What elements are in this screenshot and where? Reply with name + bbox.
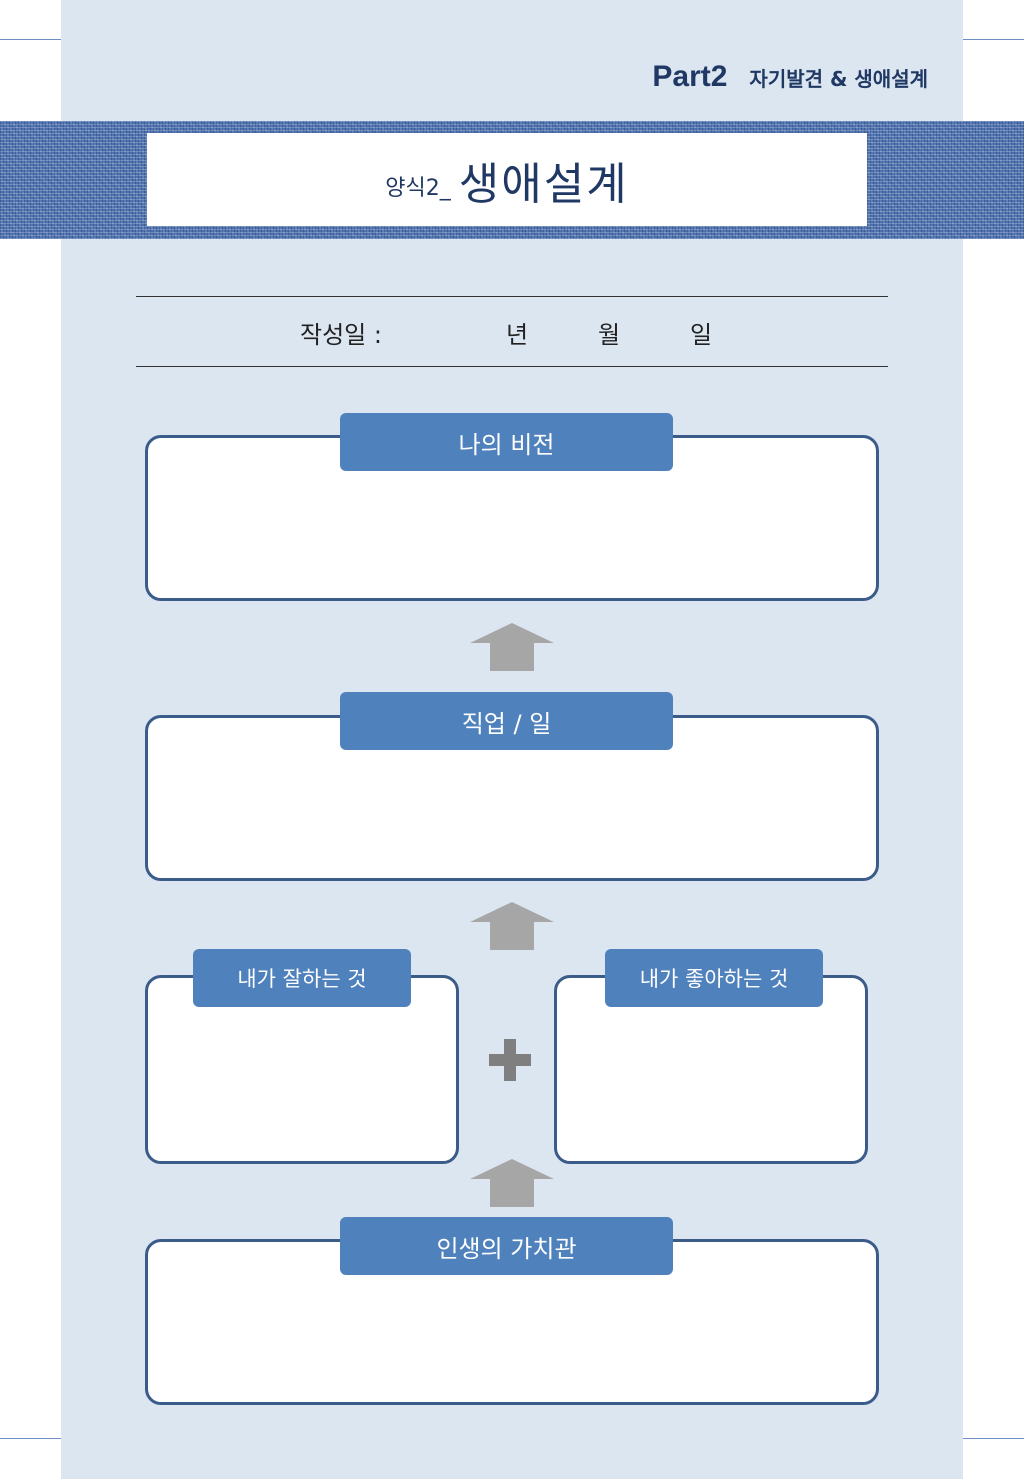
job-tag: 직업 / 일 — [340, 692, 673, 750]
plus-icon — [489, 1039, 531, 1081]
date-top-rule — [136, 296, 888, 297]
left-top-rule — [0, 39, 61, 40]
vision-tag: 나의 비전 — [340, 413, 673, 471]
up-arrow-icon — [470, 1159, 554, 1207]
date-row: 작성일 : 년 월 일 — [136, 298, 888, 366]
date-bottom-rule — [136, 366, 888, 367]
page-title: 생애설계 — [458, 158, 629, 210]
like-tag: 내가 좋아하는 것 — [605, 949, 823, 1007]
up-arrow-icon — [470, 623, 554, 671]
month-unit: 월 — [598, 321, 621, 349]
left-bottom-rule — [0, 1438, 61, 1439]
good-at-tag: 내가 잘하는 것 — [193, 949, 411, 1007]
year-unit: 년 — [506, 321, 529, 349]
right-top-rule — [963, 39, 1024, 40]
day-unit: 일 — [690, 321, 713, 349]
part-subtitle: 자기발견 & 생애설계 — [749, 67, 928, 91]
form-number: 양식2_ — [385, 175, 451, 201]
up-arrow-icon — [470, 902, 554, 950]
date-label: 작성일 : — [300, 321, 382, 349]
values-tag: 인생의 가치관 — [340, 1217, 673, 1275]
part-label: Part2 — [652, 60, 728, 93]
part-header: Part2 자기발견 & 생애설계 — [560, 60, 928, 104]
right-bottom-rule — [963, 1438, 1024, 1439]
form-title-box: 양식2_ 생애설계 — [147, 133, 867, 226]
